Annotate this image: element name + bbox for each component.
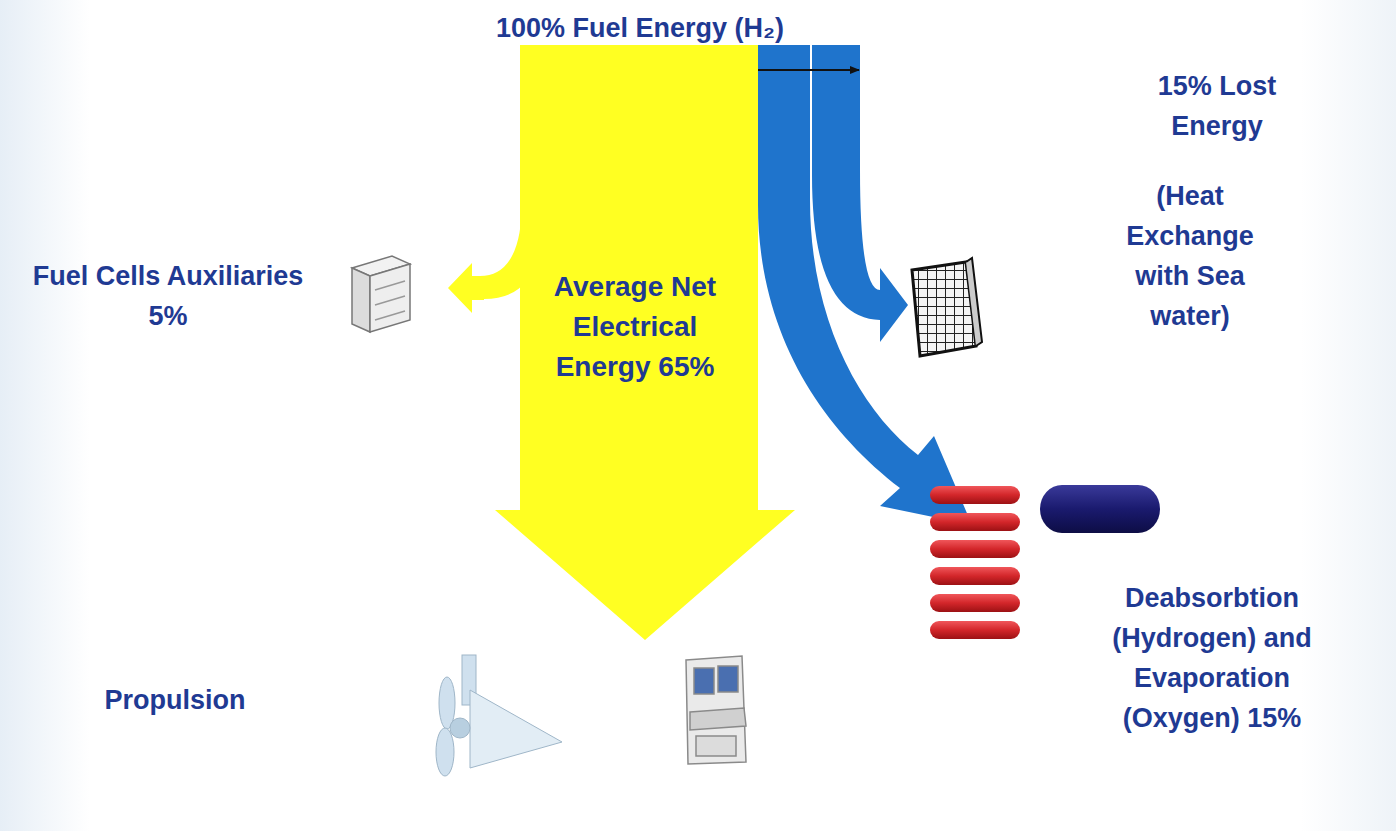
net-energy-band: Average Net Electrical Energy 65%: [495, 45, 795, 645]
band-divider: [810, 45, 812, 180]
hydrogen-rod: [930, 513, 1020, 531]
hydrogen-rod: [930, 540, 1020, 558]
console-icon: [686, 656, 746, 764]
flow-label: Propulsion: [65, 680, 285, 720]
flow-label: Fuel Cells Auxiliaries 5%: [28, 256, 308, 336]
hydrogen-rod: [930, 486, 1020, 504]
auxiliaries-icon: [352, 256, 410, 332]
flow-label: Deabsorbtion (Hydrogen) and Evaporation …: [1083, 578, 1341, 738]
band-arrow-fill: [495, 45, 795, 640]
flow-label: (Heat Exchange with Sea water): [1105, 176, 1275, 336]
band-arrow-shape: [495, 45, 795, 645]
hydrogen-storage-rods: [930, 486, 1020, 639]
band-label: Average Net Electrical Energy 65%: [550, 267, 720, 387]
heat-exchanger-icon: [912, 258, 982, 356]
heat-loss-band: [812, 45, 908, 342]
oxygen-cylinder: [1040, 485, 1160, 533]
hydrogen-rod: [930, 567, 1020, 585]
flow-label: 15% Lost Energy: [1122, 66, 1312, 146]
propeller-icon: [436, 655, 562, 776]
flow-label: 100% Fuel Energy (H₂): [360, 8, 920, 48]
hydrogen-rod: [930, 621, 1020, 639]
hydrogen-rod: [930, 594, 1020, 612]
